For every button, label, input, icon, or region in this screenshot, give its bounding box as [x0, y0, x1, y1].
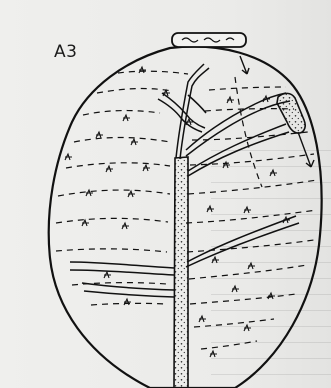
main-channel [174, 157, 188, 388]
flow-arrow-icon [240, 56, 314, 167]
leaf-stem [172, 33, 246, 47]
